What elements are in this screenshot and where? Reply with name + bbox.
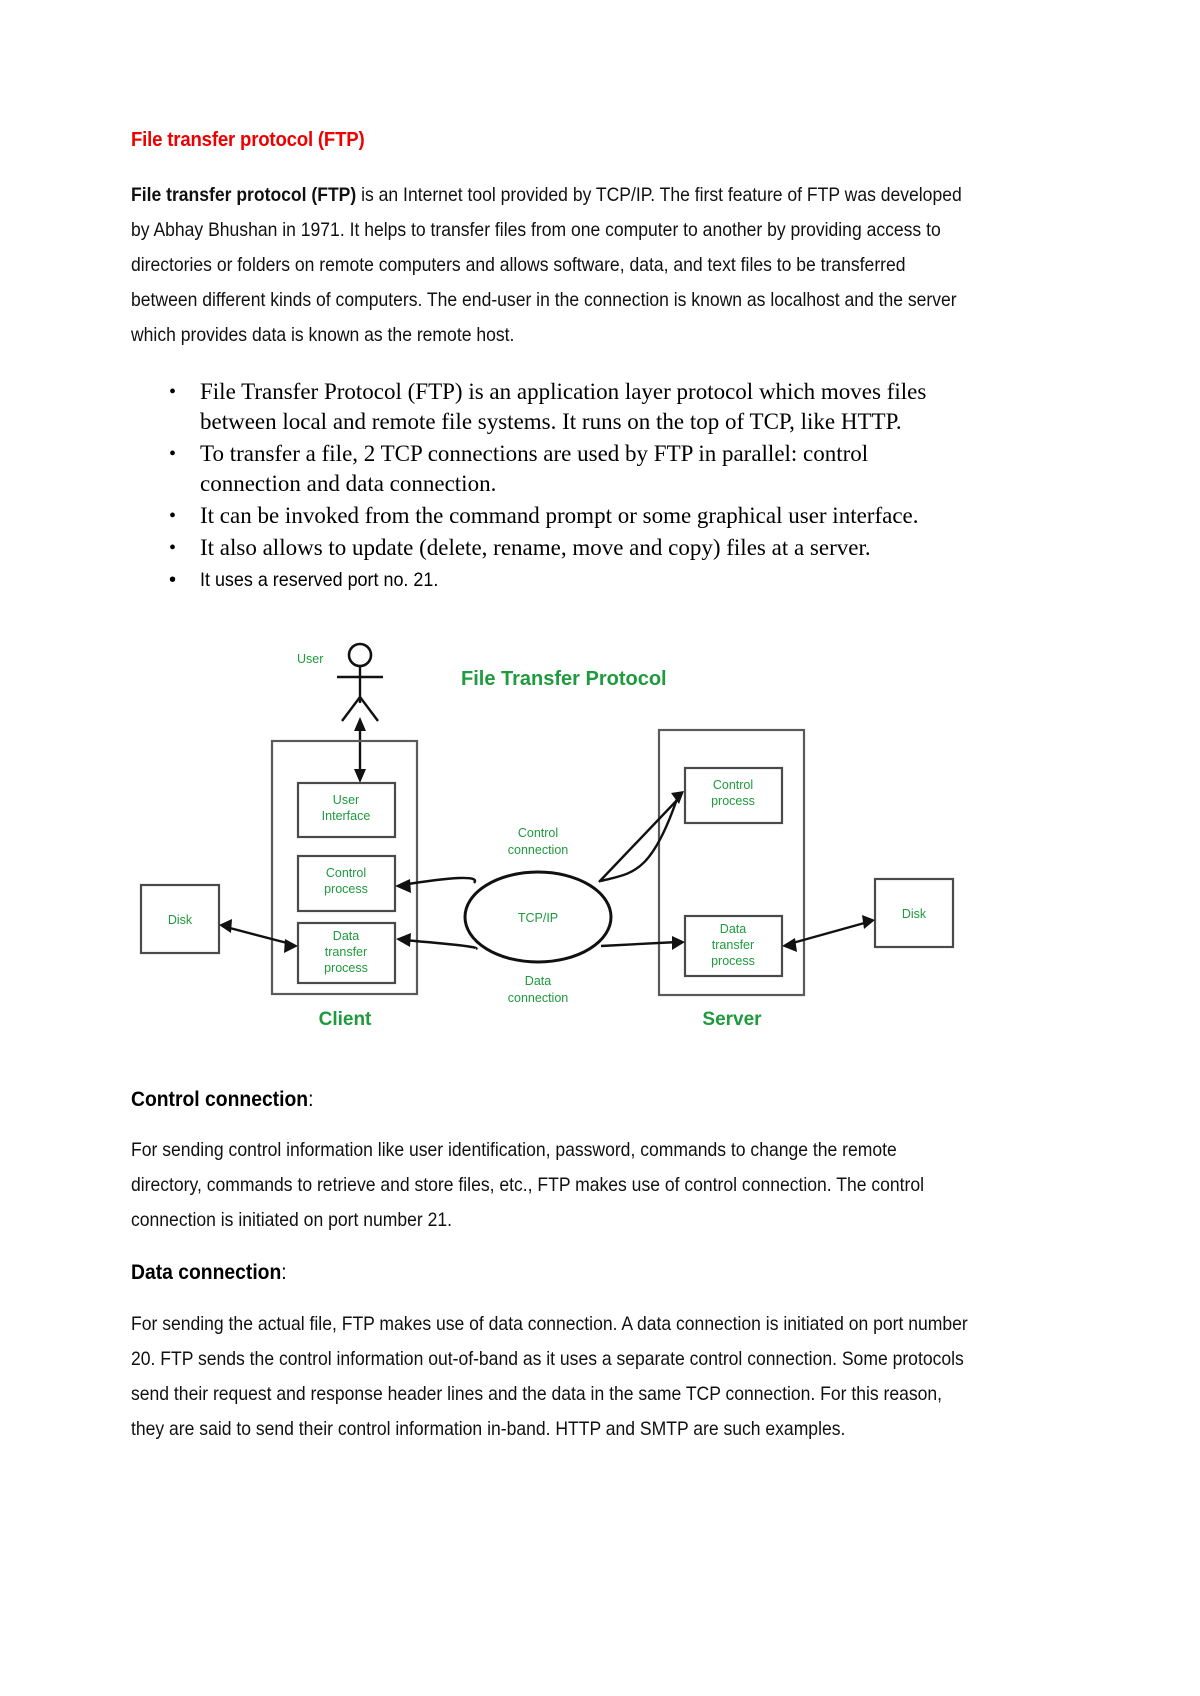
client-container [270,739,419,996]
control-connection-line-right [598,796,681,883]
list-item: • File Transfer Protocol (FTP) is an appl… [131,377,969,437]
list-item-label: To transfer a file, 2 TCP connections ar… [200,441,869,496]
bullet-marker-icon: • [169,537,177,559]
section-heading-text: Data connection [131,1261,282,1285]
server-label: Server [702,1009,762,1030]
section-heading-control-connection: Control connection: [131,1087,902,1113]
bullet-marker-icon: • [169,569,177,591]
intro-paragraph: File transfer protocol (FTP) is an Inter… [131,178,968,353]
bullet-marker-icon: • [169,505,177,527]
ftp-architecture-diagram: User File Transfer Protocol User Interfa… [131,637,969,1057]
server-disk-box: Disk [873,877,955,949]
client-label: Client [319,1009,372,1030]
intro-rest: is an Internet tool provided by TCP/IP. … [131,184,962,346]
client-disk-box: Disk [139,883,221,955]
data-connection-line [396,933,685,951]
svg-text:Data: Data [525,974,551,988]
server-disk-arrow [782,915,875,952]
server-container [657,728,806,997]
list-item: • It uses a reserved port no. 21. [131,565,969,595]
svg-text:Control: Control [518,826,558,840]
intro-lead: File transfer protocol (FTP) [131,184,357,206]
server-box-1-line1: Data [720,922,746,936]
client-disk-arrow [219,919,298,953]
client-data-transfer-process-box: Data transfer process [296,921,397,985]
section-body-control-connection: For sending control information like use… [131,1139,925,1232]
client-box-2-line1: Data [333,929,359,943]
list-item-label: It also allows to update (delete, rename… [200,535,871,560]
document-content: File transfer protocol (FTP) File transf… [131,128,969,1469]
server-control-process-box: Control process [683,766,784,825]
tcp-ip-cloud: TCP/IP [463,870,613,964]
list-item: • It can be invoked from the command prom… [131,501,969,531]
section-heading-text: Control connection [131,1088,309,1111]
user-stick-figure-icon [337,642,383,722]
client-box-2-line2: transfer [325,945,367,959]
right-disk-label: Disk [902,907,927,921]
bullet-marker-icon: • [169,381,177,403]
server-box-1-line2: transfer [712,938,754,952]
client-box-1-line2: process [324,882,368,896]
list-item: • To transfer a file, 2 TCP connections a… [131,439,969,499]
diagram-title: File Transfer Protocol [461,668,667,690]
control-connection-label: Control connection [508,826,569,857]
server-box-1-line3: process [711,954,755,968]
svg-text:connection: connection [508,991,569,1005]
client-box-0-line2: Interface [322,809,371,823]
list-item-label: It uses a reserved port no. 21. [200,569,439,591]
client-user-interface-box: User Interface [296,781,397,839]
user-to-interface-arrow [354,717,366,783]
client-box-1-line1: Control [326,866,366,880]
data-connection-label: Data connection [508,974,569,1005]
server-box-0-line2: process [711,794,755,808]
control-connection-line [395,791,684,893]
page-title: File transfer protocol (FTP) [131,129,365,151]
client-box-0-line1: User [333,793,359,807]
list-item-label: It can be invoked from the command promp… [200,503,919,528]
client-box-2-line3: process [324,961,368,975]
server-box-0-line1: Control [713,778,753,792]
section-body-data-connection: For sending the actual file, FTP makes u… [131,1312,968,1440]
bullet-marker-icon: • [169,443,177,465]
feature-bullet-list: • File Transfer Protocol (FTP) is an appl… [131,377,969,595]
left-disk-label: Disk [168,913,193,927]
client-control-process-box: Control process [296,854,397,913]
section-heading-data-connection: Data connection: [131,1260,902,1286]
svg-text:connection: connection [508,843,569,857]
list-item-label: File Transfer Protocol (FTP) is an appli… [200,379,927,434]
cloud-label: TCP/IP [518,911,558,925]
server-data-transfer-process-box: Data transfer process [683,914,784,978]
list-item: • It also allows to update (delete, renam… [131,533,969,563]
user-label: User [297,652,323,666]
section-heading-tail: : [308,1088,314,1111]
section-heading-tail: : [281,1261,287,1285]
